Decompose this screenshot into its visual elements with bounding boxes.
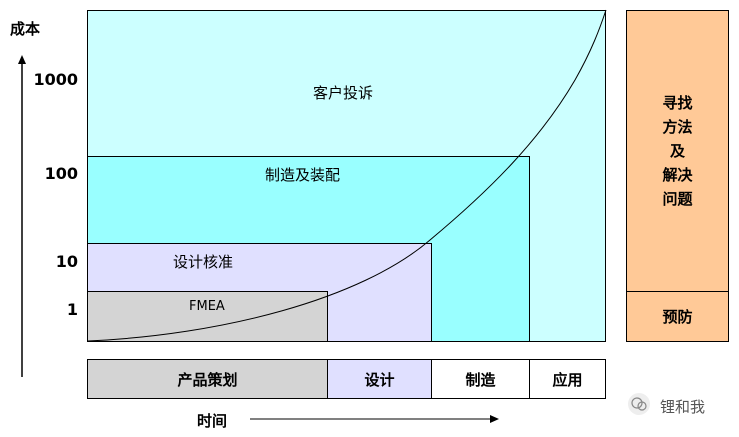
y-tick-1: 1 [66,300,78,319]
y-axis-title: 成本 [10,20,41,38]
phase-application: 应用 [529,359,606,399]
side-panel-problem-solving: 寻找 方法 及 解决 问题 [626,10,729,292]
watermark-text: 锂和我 [660,398,706,416]
phase-design: 设计 [327,359,432,399]
y-tick-1000: 1000 [33,70,78,89]
y-tick-10: 10 [55,252,78,271]
x-axis-arrow [250,415,499,423]
label-customer-complaint: 客户投诉 [313,84,374,102]
phase-manufacturing: 制造 [431,359,530,399]
label-design-verification: 设计核准 [173,253,234,271]
wechat-icon [628,393,650,415]
label-manufacturing-assembly: 制造及装配 [265,166,341,184]
region-fmea [87,291,328,342]
phase-product-planning: 产品策划 [87,359,328,399]
y-tick-100: 100 [44,164,78,183]
y-axis-arrow [18,55,26,377]
label-fmea: FMEA [189,299,225,314]
side-panel-text: 寻找 方法 及 解决 问题 [662,94,693,208]
x-axis-title: 时间 [197,412,228,430]
side-panel-prevention: 预防 [626,291,729,342]
